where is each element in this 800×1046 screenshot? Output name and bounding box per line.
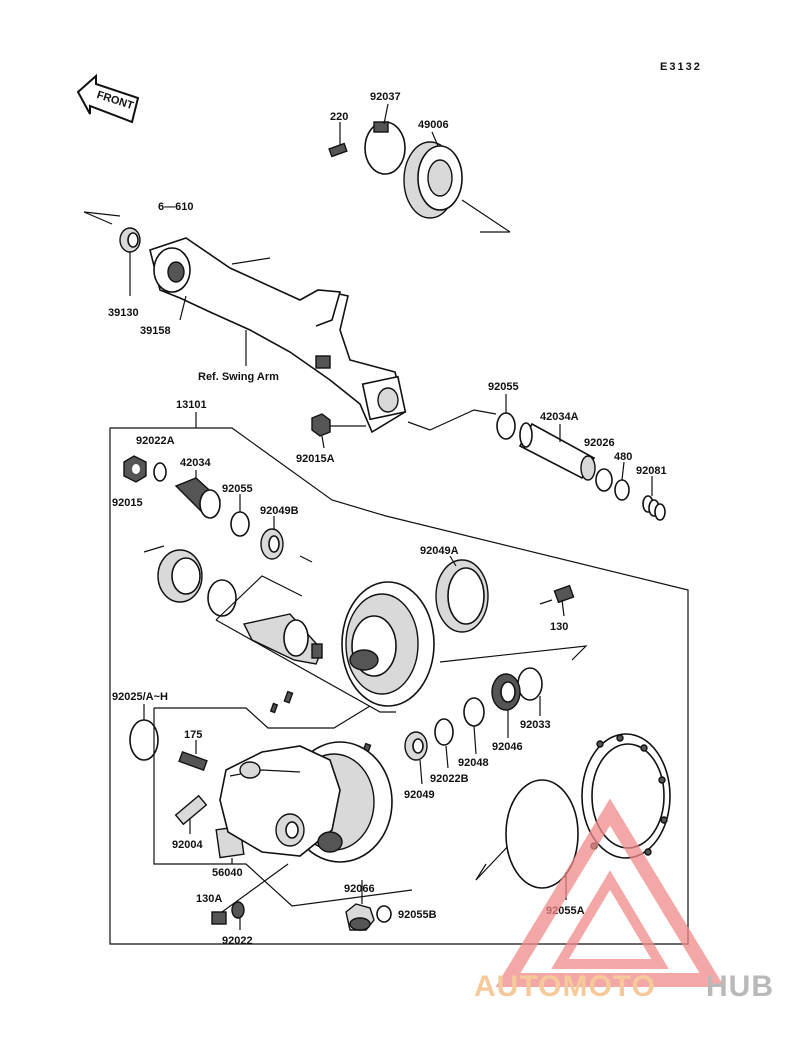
label-220: 220 bbox=[330, 111, 348, 123]
bolt-130 bbox=[539, 584, 575, 617]
diagram-code: E3132 bbox=[660, 61, 702, 73]
clamp-92037 bbox=[364, 103, 406, 175]
bearing-92049B bbox=[260, 516, 284, 560]
label-92055-inner: 92055 bbox=[222, 483, 253, 495]
seal-39130 bbox=[119, 227, 141, 296]
label-13101: 13101 bbox=[176, 399, 207, 411]
breather-92004 bbox=[174, 794, 208, 834]
coupling-42034 bbox=[174, 470, 222, 519]
label-92022A: 92022A bbox=[136, 435, 175, 447]
oring-92055-inner bbox=[230, 494, 250, 537]
bearing-housing bbox=[157, 549, 203, 603]
bolt-130A bbox=[211, 863, 289, 925]
label-175: 175 bbox=[184, 729, 202, 741]
label-39130: 39130 bbox=[108, 307, 139, 319]
label-42034: 42034 bbox=[180, 457, 211, 469]
label-39158: 39158 bbox=[140, 325, 171, 337]
label-92081: 92081 bbox=[636, 465, 667, 477]
shim-92022B bbox=[434, 718, 454, 769]
sleeve-42034A bbox=[518, 422, 596, 481]
watermark-logo bbox=[495, 798, 725, 987]
bearing-92046 bbox=[491, 673, 521, 738]
oring-housing bbox=[207, 579, 237, 617]
label-92066: 92066 bbox=[344, 883, 375, 895]
label-92033: 92033 bbox=[520, 719, 551, 731]
label-92022B: 92022B bbox=[430, 773, 469, 785]
bolt-220 bbox=[328, 122, 348, 158]
washer-92022A bbox=[153, 462, 167, 482]
watermark-text-a: AUTOMOTO bbox=[474, 970, 656, 1003]
washer-92026 bbox=[595, 468, 613, 492]
oil-seal-92049A bbox=[435, 555, 489, 633]
label-92048: 92048 bbox=[458, 757, 489, 769]
shim-92025 bbox=[129, 704, 159, 761]
watermark-text-b: HUB bbox=[706, 970, 774, 1003]
spacer-92048 bbox=[463, 697, 485, 755]
label-92046: 92046 bbox=[492, 741, 523, 753]
ref-swing-arm-label: Ref. Swing Arm bbox=[198, 371, 279, 383]
label-92015A: 92015A bbox=[296, 453, 335, 465]
label-92049: 92049 bbox=[404, 789, 435, 801]
washer-92022 bbox=[231, 901, 245, 930]
label-92049B: 92049B bbox=[260, 505, 299, 517]
label-92055-upper: 92055 bbox=[488, 381, 519, 393]
gear-case bbox=[219, 741, 393, 863]
circlip-480 bbox=[614, 461, 630, 501]
label-56040: 56040 bbox=[212, 867, 243, 879]
oring-92055B bbox=[376, 905, 392, 923]
circlip-92033 bbox=[517, 667, 543, 716]
spring-92081 bbox=[642, 476, 666, 521]
label-92049A: 92049A bbox=[420, 545, 459, 557]
label-6-610: 6—610 bbox=[158, 201, 193, 213]
label-92022: 92022 bbox=[222, 935, 253, 947]
swing-arm bbox=[149, 237, 407, 434]
label-92037: 92037 bbox=[370, 91, 401, 103]
pinion-gear bbox=[242, 613, 323, 665]
label-92025: 92025/A~H bbox=[112, 691, 168, 703]
front-arrow-icon: FRONT bbox=[76, 73, 140, 124]
nut-92015A bbox=[311, 413, 366, 449]
label-42034A: 42034A bbox=[540, 411, 579, 423]
label-480: 480 bbox=[614, 451, 632, 463]
label-92004: 92004 bbox=[172, 839, 203, 851]
nut-92015 bbox=[123, 455, 147, 483]
label-92055B: 92055B bbox=[398, 909, 437, 921]
stud-175 bbox=[178, 740, 208, 772]
boot-49006 bbox=[403, 131, 511, 233]
oring-92055-upper bbox=[496, 394, 516, 440]
label-130: 130 bbox=[550, 621, 568, 633]
label-49006: 49006 bbox=[418, 119, 449, 131]
label-92026: 92026 bbox=[584, 437, 615, 449]
label-130A: 130A bbox=[196, 893, 222, 905]
ring-gear-hub bbox=[341, 581, 435, 707]
label-92015: 92015 bbox=[112, 497, 143, 509]
bearing-92049 bbox=[404, 731, 428, 785]
drain-plug-92066 bbox=[345, 880, 375, 931]
